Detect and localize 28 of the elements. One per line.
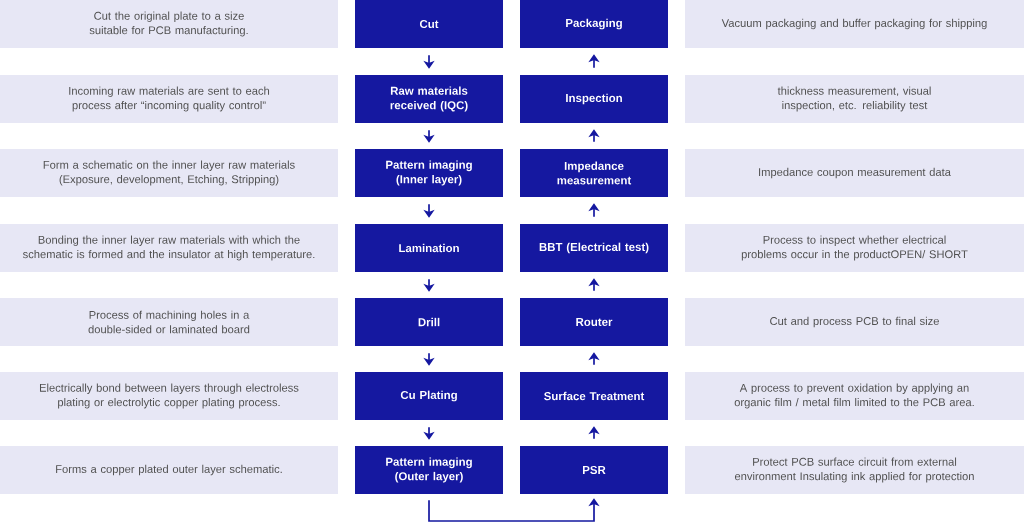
description-box: Impedance coupon measurement data — [685, 149, 1024, 197]
process-box: Router — [520, 298, 668, 346]
process-box: Cu Plating — [355, 372, 503, 420]
process-box: Drill — [355, 298, 503, 346]
description-box: Process of machining holes in a double-sided or laminated board — [0, 298, 338, 346]
process-box: Packaging — [520, 0, 668, 48]
description-box: Cut and process PCB to final size — [685, 298, 1024, 346]
description-box: Bonding the inner layer raw materials with which the schematic is formed and the insulator at high temperature. — [0, 224, 338, 272]
description-box: Process to inspect whether electrical problems occur in the productOPEN/ SHORT — [685, 224, 1024, 272]
description-box: thickness measurement, visual inspection, etc. reliability test — [685, 75, 1024, 123]
description-box: Form a schematic on the inner layer raw materials (Exposure, development, Etching, Stripping) — [0, 149, 338, 197]
process-box: Lamination — [355, 224, 503, 272]
description-box: Incoming raw materials are sent to each process after “incoming quality control” — [0, 75, 338, 123]
process-box: Raw materials received (IQC) — [355, 75, 503, 123]
process-box: Pattern imaging (Outer layer) — [355, 446, 503, 494]
process-box: Pattern imaging (Inner layer) — [355, 149, 503, 197]
process-box: PSR — [520, 446, 668, 494]
process-box: Impedance measurement — [520, 149, 668, 197]
description-box: Electrically bond between layers through electroless plating or electrolytic copper plating process. — [0, 372, 338, 420]
description-box: Protect PCB surface circuit from external environment Insulating ink applied for protection — [685, 446, 1024, 494]
process-box: Inspection — [520, 75, 668, 123]
process-box: BBT (Electrical test) — [520, 224, 668, 272]
description-box: Forms a copper plated outer layer schematic. — [0, 446, 338, 494]
description-box: Cut the original plate to a size suitable for PCB manufacturing. — [0, 0, 338, 48]
process-box: Cut — [355, 0, 503, 48]
process-box: Surface Treatment — [520, 372, 668, 420]
description-box: Vacuum packaging and buffer packaging for shipping — [685, 0, 1024, 48]
description-box: A process to prevent oxidation by applying an organic film / metal film limited to the PCB area. — [685, 372, 1024, 420]
